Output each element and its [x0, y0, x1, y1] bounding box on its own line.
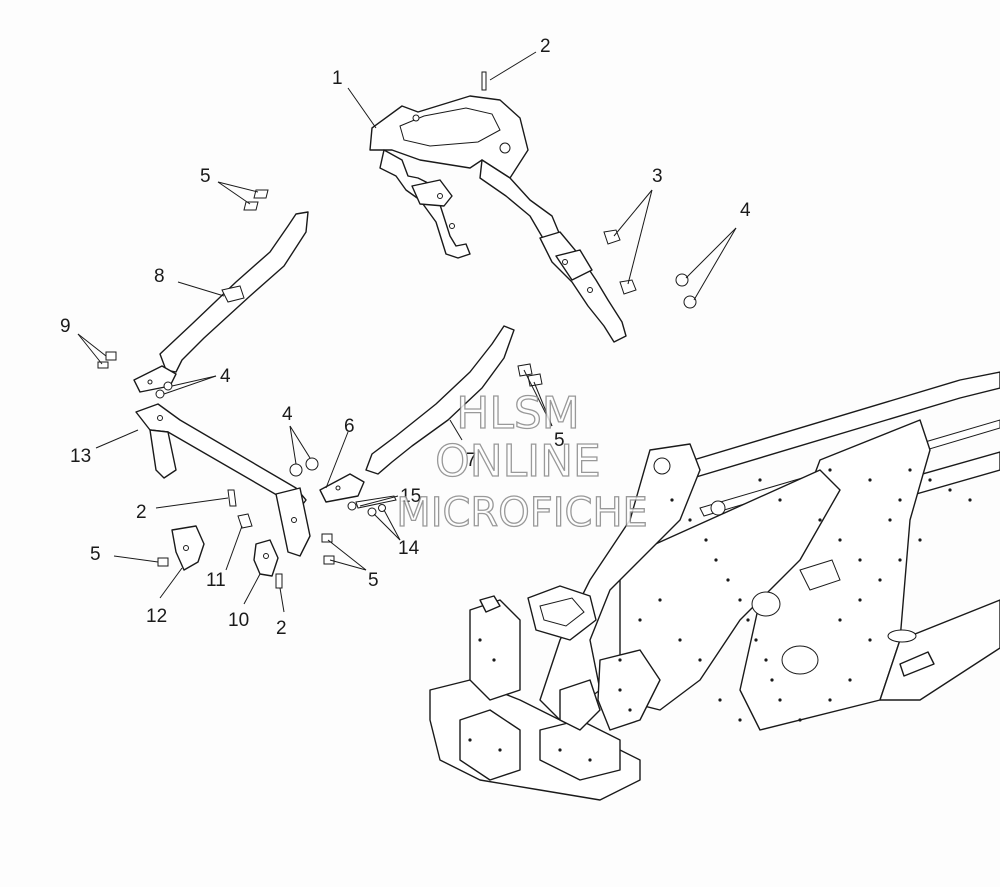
callout-15: 15 [400, 486, 421, 507]
callout-11: 11 [206, 570, 226, 591]
callout-8: 8 [154, 266, 165, 287]
part-5-bolts-top-left [243, 189, 269, 211]
callout-14: 14 [398, 538, 420, 559]
part-1-upper-frame-hoop [369, 95, 627, 343]
part-2-bolt-bottom [275, 573, 283, 589]
part-4-nuts-mid [289, 457, 319, 477]
callout-7: 7 [466, 450, 477, 471]
callout-4-right: 4 [740, 200, 751, 221]
watermark: HLSM ONLINE MICROFICHE [396, 387, 649, 536]
callout-5-left: 5 [90, 544, 101, 565]
callout-13: 13 [70, 446, 91, 467]
part-5-bolt-left [157, 557, 169, 567]
callout-4-mid: 4 [282, 404, 293, 425]
callout-5-top: 5 [200, 166, 211, 187]
callout-2-top: 2 [540, 36, 551, 57]
watermark-line-1: HLSM [456, 388, 580, 439]
part-13-cross-member [135, 403, 311, 557]
part-12-bracket [171, 525, 205, 571]
callout-1: 1 [332, 68, 343, 89]
part-11-clip [237, 513, 253, 529]
watermark-line-3: MICROFICHE [396, 490, 648, 536]
part-5-bolts-mid [517, 363, 543, 387]
callout-10: 10 [228, 610, 249, 631]
part-7-right-brace-tube [319, 325, 515, 503]
callout-5-mid: 5 [554, 430, 565, 451]
part-2-bolt-top [481, 71, 487, 91]
callout-4-left: 4 [220, 366, 231, 387]
part-3-bolts [603, 229, 637, 295]
part-5-bolts-bottom [321, 533, 335, 565]
callout-9: 9 [60, 316, 71, 337]
callout-3: 3 [652, 166, 663, 187]
leader-lines [77, 51, 737, 613]
callout-12: 12 [146, 606, 167, 627]
callout-labels: 1 2 3 4 5 8 9 4 13 4 6 7 5 15 14 2 5 11 … [60, 36, 751, 639]
part-10-plate [253, 539, 279, 577]
part-8-left-brace-tube [133, 211, 309, 393]
callout-6: 6 [344, 416, 355, 437]
watermark-line-2: ONLINE [435, 436, 601, 487]
chassis-rivets [468, 468, 972, 762]
main-chassis [429, 371, 1000, 801]
callout-2-bottom: 2 [276, 618, 287, 639]
part-9-bolts [97, 351, 117, 369]
part-4-nuts-right [675, 273, 697, 309]
part-14-15-hardware [347, 495, 397, 517]
part-2-bolt-mid [227, 489, 237, 507]
callout-5-bottom: 5 [368, 570, 379, 591]
callout-2-mid: 2 [136, 502, 147, 523]
